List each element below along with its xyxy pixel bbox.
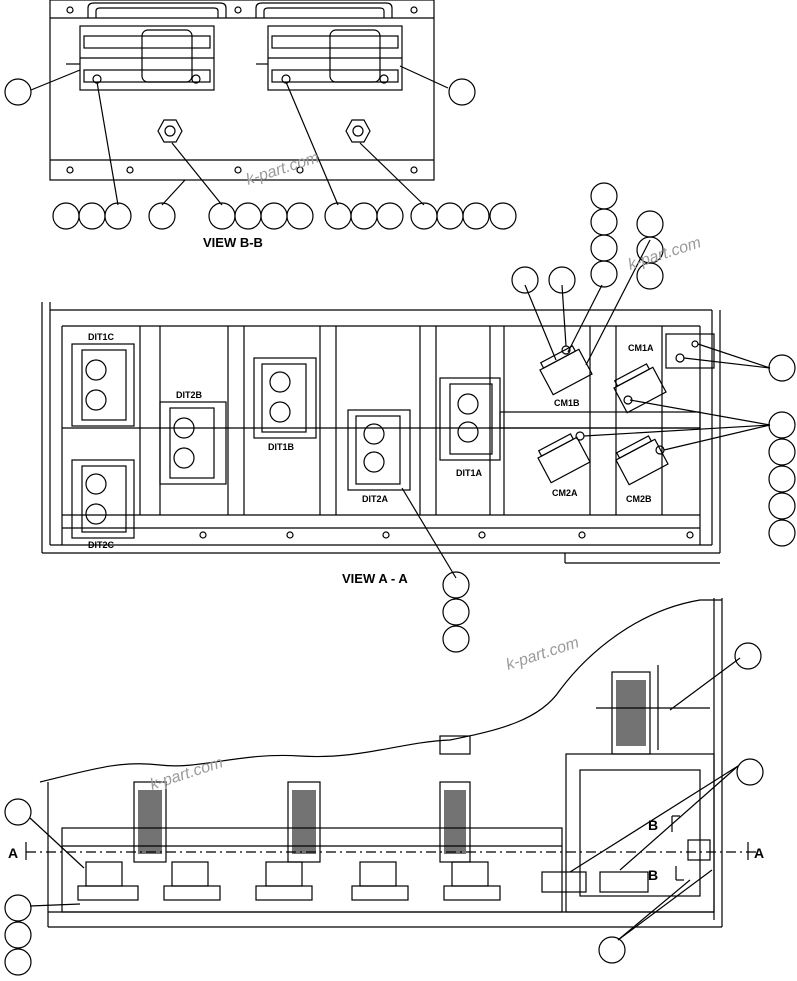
watermark-3: k-part.com xyxy=(504,634,581,674)
label-dit1b: DIT1B xyxy=(268,442,295,452)
section-b-upper: B xyxy=(648,817,658,833)
watermark-1: k-part.com xyxy=(244,149,321,189)
label-dit2b: DIT2B xyxy=(176,390,203,400)
section-a-left: A xyxy=(8,845,18,861)
label-cm2a: CM2A xyxy=(552,488,578,498)
label-cm2b: CM2B xyxy=(626,494,652,504)
section-a-right: A xyxy=(754,845,764,861)
watermark-2: k-part.com xyxy=(626,234,703,274)
connector-pin-grid xyxy=(138,680,646,854)
cabinet-assembly-drawing xyxy=(4,598,764,976)
label-dit1c: DIT1C xyxy=(88,332,115,342)
watermark-4: k-part.com xyxy=(148,754,225,794)
label-cm1a: CM1A xyxy=(628,343,654,353)
label-dit2c: DIT2C xyxy=(88,540,115,550)
section-b-lower: B xyxy=(648,867,658,883)
view-aa-drawing xyxy=(41,182,796,653)
view-aa-title: VIEW A - A xyxy=(342,571,408,586)
label-cm1b: CM1B xyxy=(554,398,580,408)
label-dit2a: DIT2A xyxy=(362,494,389,504)
view-bb-title: VIEW B-B xyxy=(203,235,263,250)
view-bb-drawing xyxy=(4,0,517,230)
label-dit1a: DIT1A xyxy=(456,468,483,478)
